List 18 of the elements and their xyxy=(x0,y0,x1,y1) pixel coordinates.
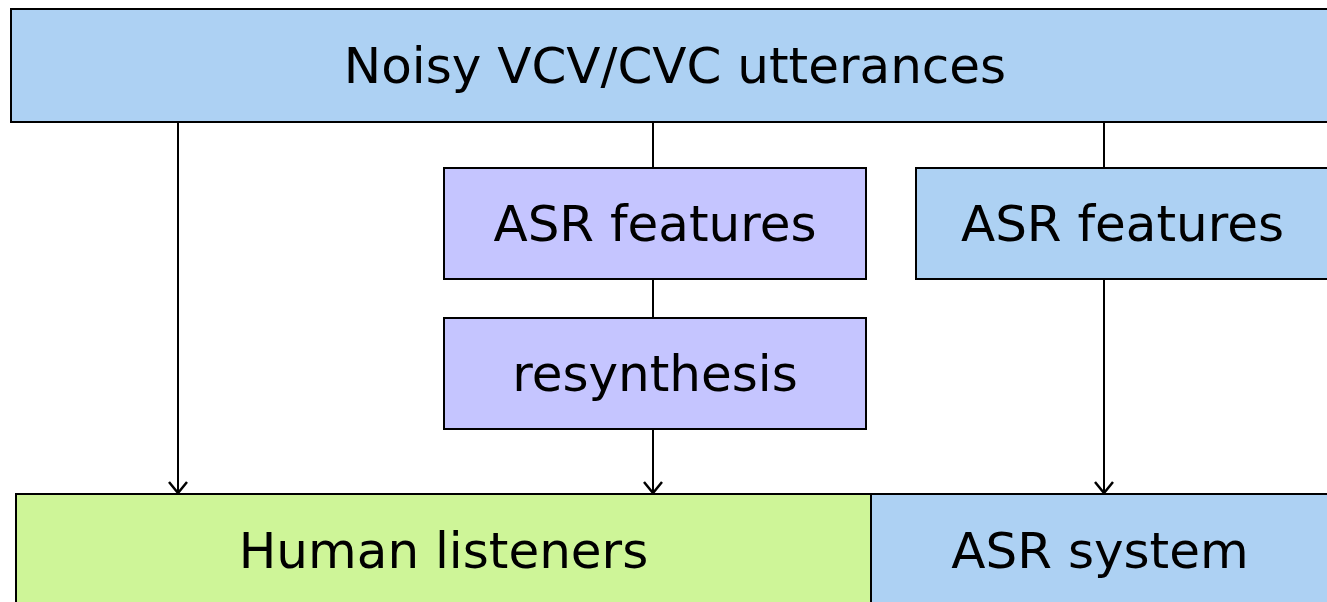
node-label: Human listeners xyxy=(238,521,649,580)
node-label: ASR features xyxy=(960,194,1285,253)
arrow xyxy=(167,122,189,495)
arrow xyxy=(642,429,664,495)
node-label: Noisy VCV/CVC utterances xyxy=(343,36,1007,95)
connector-line xyxy=(1103,122,1105,168)
node-label: resynthesis xyxy=(512,344,798,403)
node-label: ASR system xyxy=(951,521,1249,580)
process-box xyxy=(10,8,1327,123)
connector-line xyxy=(652,122,654,168)
process-box xyxy=(443,167,867,280)
connector-line xyxy=(652,279,654,318)
arrow xyxy=(1093,279,1115,495)
node-label: ASR features xyxy=(493,194,817,253)
process-box xyxy=(870,493,1327,602)
process-box xyxy=(443,317,867,430)
process-box xyxy=(15,493,872,602)
process-box xyxy=(915,167,1327,280)
